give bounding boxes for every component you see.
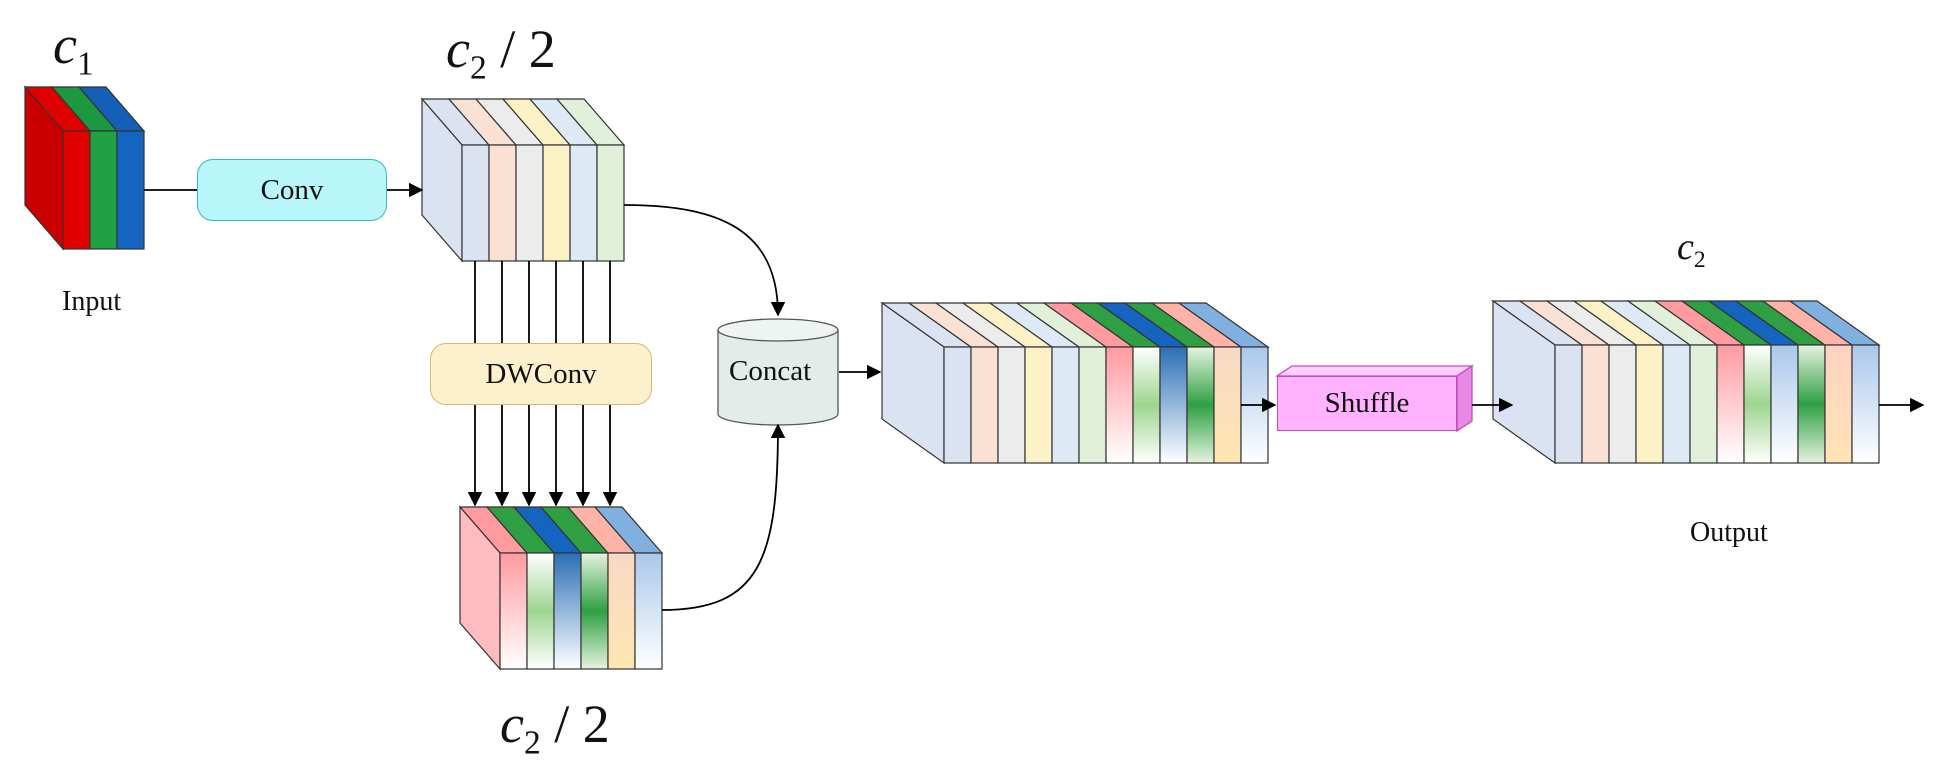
input-channels-label: c1	[53, 15, 94, 83]
bottom-half-block-slice	[634, 552, 663, 670]
concat-block-slice	[1132, 346, 1161, 464]
conv-label: Conv	[260, 173, 324, 206]
concat-block-slice	[1159, 346, 1188, 464]
concat-block-slice	[1024, 346, 1053, 464]
bottom-half-block-slice	[580, 552, 609, 670]
concat-block-slice	[1186, 346, 1215, 464]
top-half-block-slice	[461, 144, 490, 262]
shuffle-label: Shuffle	[1324, 387, 1410, 419]
concat-block-slice	[997, 346, 1026, 464]
top-block-to-concat-arrow	[623, 204, 786, 317]
top-half-block-slice	[596, 144, 625, 262]
shuffle-box-top	[1274, 365, 1475, 377]
half-channels-bottom-label: c2 / 2	[500, 694, 610, 762]
half-channels-top-label: c2 / 2	[446, 19, 556, 87]
top-half-block-slice	[542, 144, 571, 262]
bottom-half-block-slice	[499, 552, 528, 670]
output-block-slice	[1851, 344, 1880, 464]
concat-cylinder-top	[717, 318, 839, 342]
input-block-slice	[62, 130, 91, 250]
dwconv-block: DWConv	[430, 343, 652, 405]
concat-block-slice	[943, 346, 972, 464]
concat-block-slice	[1051, 346, 1080, 464]
concat-label: Concat	[729, 355, 812, 387]
connectors	[144, 182, 1925, 611]
output-block-slice	[1689, 344, 1718, 464]
output-block-slice	[1581, 344, 1610, 464]
output-block-slice	[1554, 344, 1583, 464]
bottom-half-block-slice	[553, 552, 582, 670]
concat-block-slice	[1078, 346, 1107, 464]
dwconv-label: DWConv	[485, 357, 597, 390]
concat-block-slice	[1213, 346, 1242, 464]
bottom-half-block	[458, 505, 664, 671]
input-block	[23, 85, 146, 251]
bottom-half-block-slice	[526, 552, 555, 670]
input-block-slice	[116, 130, 145, 250]
concat-block	[880, 301, 1270, 465]
top-half-block	[420, 97, 626, 263]
output-block	[1491, 299, 1881, 465]
top-half-block-slice	[488, 144, 517, 262]
top-half-block-slice	[515, 144, 544, 262]
output-block-slice	[1770, 344, 1799, 464]
output-label: Output	[1690, 517, 1768, 548]
bottom-half-block-slice	[607, 552, 636, 670]
output-block-slice	[1635, 344, 1664, 464]
shuffle-block: Shuffle	[1277, 376, 1457, 431]
shuffle-box-side	[1456, 364, 1473, 433]
concat-block-slice	[970, 346, 999, 464]
shuffle-box-3d	[1274, 364, 1475, 433]
output-block-slice	[1716, 344, 1745, 464]
output-channels-label: c2	[1677, 226, 1706, 274]
input-label: Input	[62, 286, 122, 317]
conv-block: Conv	[197, 159, 387, 221]
bottom-block-to-concat-arrow	[661, 423, 786, 611]
output-block-slice	[1797, 344, 1826, 464]
concat-cylinder	[717, 318, 839, 426]
output-block-slice	[1662, 344, 1691, 464]
output-block-slice	[1743, 344, 1772, 464]
input-block-slice	[89, 130, 118, 250]
output-block-slice	[1824, 344, 1853, 464]
top-half-block-slice	[569, 144, 598, 262]
output-block-slice	[1608, 344, 1637, 464]
concat-block-slice	[1105, 346, 1134, 464]
